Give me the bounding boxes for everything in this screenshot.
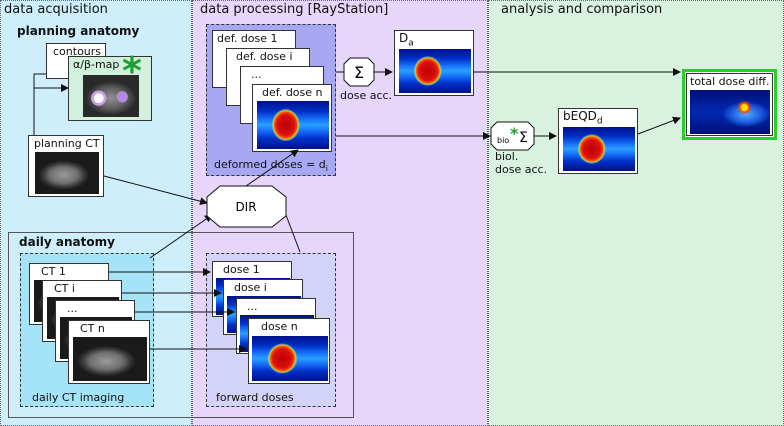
fwd-dose-label-ellipsis: ...	[247, 300, 258, 313]
deformed-doses-caption-sub: i	[325, 164, 329, 174]
da-image	[399, 49, 471, 93]
daily-ct-caption: daily CT imaging	[32, 391, 125, 404]
daily-anatomy-title: daily anatomy	[19, 235, 115, 249]
fwd-dose-label-1: dose 1	[223, 263, 260, 276]
ct-label-i: CT i	[54, 282, 75, 295]
title-data-acquisition: data acquisition	[4, 2, 108, 17]
alpha-beta-map-image	[83, 75, 139, 117]
planning-ct-label: planning CT	[34, 137, 100, 150]
planning-ct-image	[35, 152, 99, 194]
def-dose-label-n: def. dose n	[262, 86, 323, 99]
biol-line-1: biol.	[495, 150, 519, 163]
fwd-dose-card-n: dose n	[248, 318, 330, 384]
total-dose-diff-box: total dose diff.	[686, 73, 773, 136]
biol-line-2: dose acc.	[495, 163, 548, 176]
beqd-label: bEQDd	[563, 110, 603, 128]
fwd-dose-label-n: dose n	[261, 320, 298, 333]
alpha-beta-map-box: α/β-map	[68, 56, 152, 121]
deformed-doses-caption: deformed doses = di	[214, 158, 328, 175]
def-dose-label-1: def. dose 1	[217, 32, 278, 45]
da-main: D	[399, 31, 409, 45]
total-dose-diff-label: total dose diff.	[690, 75, 770, 88]
deformed-doses-caption-text: deformed doses = d	[214, 158, 326, 171]
fwd-dose-image-n	[252, 336, 328, 381]
title-analysis: analysis and comparison	[501, 2, 663, 17]
da-sub: a	[408, 38, 414, 49]
ct-image-n	[73, 337, 147, 381]
planning-anatomy-title: planning anatomy	[17, 24, 140, 38]
total-dose-diff-image	[690, 90, 770, 134]
alpha-beta-map-label: α/β-map	[73, 58, 120, 71]
title-data-processing: data processing [RayStation]	[200, 2, 389, 17]
ct-label-1: CT 1	[41, 265, 66, 278]
green-asterisk-icon: *	[122, 49, 142, 93]
def-dose-label-ellipsis: ...	[251, 68, 262, 81]
planning-ct-box: planning CT	[28, 135, 104, 197]
da-label: Da	[399, 32, 414, 50]
beqd-box: bEQDd	[558, 108, 638, 174]
def-dose-image-n	[257, 101, 329, 149]
dose-acc-label: dose acc.	[340, 89, 393, 102]
beqd-main: bEQD	[563, 109, 597, 123]
ct-card-n: CT n	[68, 320, 150, 384]
panel-analysis	[488, 0, 784, 426]
beqd-sub: d	[596, 116, 603, 127]
ct-label-ellipsis: ...	[67, 302, 78, 315]
beqd-image	[563, 127, 635, 171]
ct-label-n: CT n	[80, 322, 105, 335]
da-box: Da	[394, 30, 474, 96]
contours-label: contours	[53, 45, 102, 58]
def-dose-label-i: def. dose i	[236, 50, 293, 63]
fwd-dose-label-i: dose i	[234, 281, 267, 294]
forward-doses-caption: forward doses	[216, 391, 294, 404]
def-dose-card-n: def. dose n	[252, 84, 332, 152]
